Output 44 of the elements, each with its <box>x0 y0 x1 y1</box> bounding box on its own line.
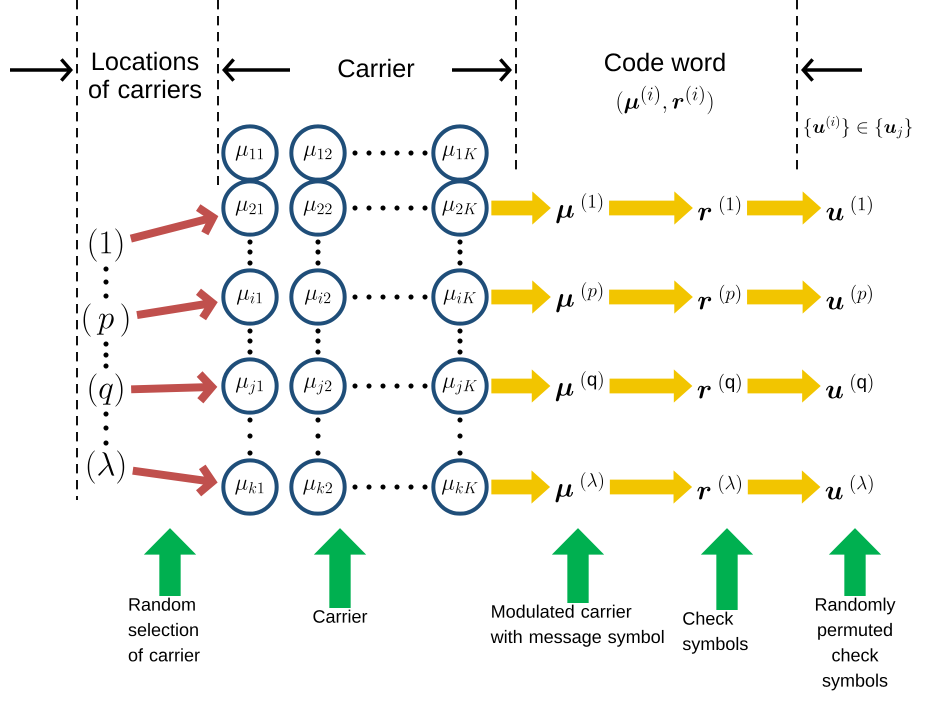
circle-node: $\mu_{k1}$ <box>221 458 279 516</box>
symbol: $\boldsymbol{r}^{\;(\lambda)}$ <box>697 474 741 500</box>
formula: $(\boldsymbol{\mu}^{(i)},\boldsymbol{r}^{(i)})$ <box>618 86 712 114</box>
caption: Random selection of carrier <box>128 598 200 662</box>
caption: Randomly permuted check symbols <box>816 598 896 690</box>
arrow <box>136 288 218 320</box>
circle-node: $\mu_{21}$ <box>221 179 279 237</box>
circle-node: $\mu_{k2}$ <box>289 458 347 516</box>
index-label: $(\,p\,)$ <box>84 303 128 337</box>
symbol: $\boldsymbol{\mu}^{\;(\lambda)}$ <box>556 472 604 502</box>
circle-node: $\mu_{2K}$ <box>431 179 489 237</box>
circle-node: $\mu_{j1}$ <box>221 357 279 415</box>
circle-node: $\mu_{22}$ <box>289 179 347 237</box>
symbol: $\boldsymbol{\mu}^{\;(\mathrm{q})}$ <box>556 371 603 402</box>
circle-node: $\mu_{i1}$ <box>221 268 279 326</box>
symbol: $\boldsymbol{u}^{\;(\lambda)}$ <box>826 474 873 500</box>
circle-node: $\mu_{jK}$ <box>431 357 489 415</box>
caption: Modulated carrier with message symbol <box>490 604 664 647</box>
circle-node: $\mu_{j2}$ <box>289 357 347 415</box>
header-text: Carrier <box>338 58 414 78</box>
circle-node: $\mu_{11}$ <box>221 124 279 182</box>
formula: $\{\boldsymbol{u}^{(i)}\}\in\{\boldsymbol{u}_j\}$ <box>804 116 912 138</box>
symbol: $\boldsymbol{r}^{\;(1)}$ <box>698 196 740 220</box>
symbol: $\boldsymbol{u}^{\;(\mathrm{q})}$ <box>826 374 872 398</box>
arrow <box>130 204 218 242</box>
symbol: $\boldsymbol{\mu}^{\;(p)}$ <box>556 282 602 312</box>
arrow <box>132 464 218 496</box>
circle-node: $\mu_{i2}$ <box>289 268 347 326</box>
circle-node: $\mu_{kK}$ <box>431 458 489 516</box>
index-label: $(1)$ <box>90 228 122 262</box>
header-text: Code word <box>605 52 725 72</box>
header-text: Locations of carriers <box>89 52 202 98</box>
symbol: $\boldsymbol{\mu}^{\;(1)}$ <box>556 193 602 224</box>
index-label: $(q)$ <box>89 373 123 407</box>
index-label: $(\lambda)$ <box>88 450 124 484</box>
circle-node: $\mu_{iK}$ <box>431 268 489 326</box>
symbol: $\boldsymbol{u}^{\;(p)}$ <box>826 284 872 310</box>
symbol: $\boldsymbol{r}^{\;(p)}$ <box>698 284 740 310</box>
circle-node: $\mu_{12}$ <box>289 124 347 182</box>
caption: Carrier <box>313 610 368 623</box>
symbol: $\boldsymbol{r}^{\;(\mathrm{q})}$ <box>698 374 741 398</box>
symbol: $\boldsymbol{u}^{\;(1)}$ <box>826 196 872 220</box>
circle-node: $\mu_{1K}$ <box>431 124 489 182</box>
caption: Check symbols <box>682 612 748 654</box>
